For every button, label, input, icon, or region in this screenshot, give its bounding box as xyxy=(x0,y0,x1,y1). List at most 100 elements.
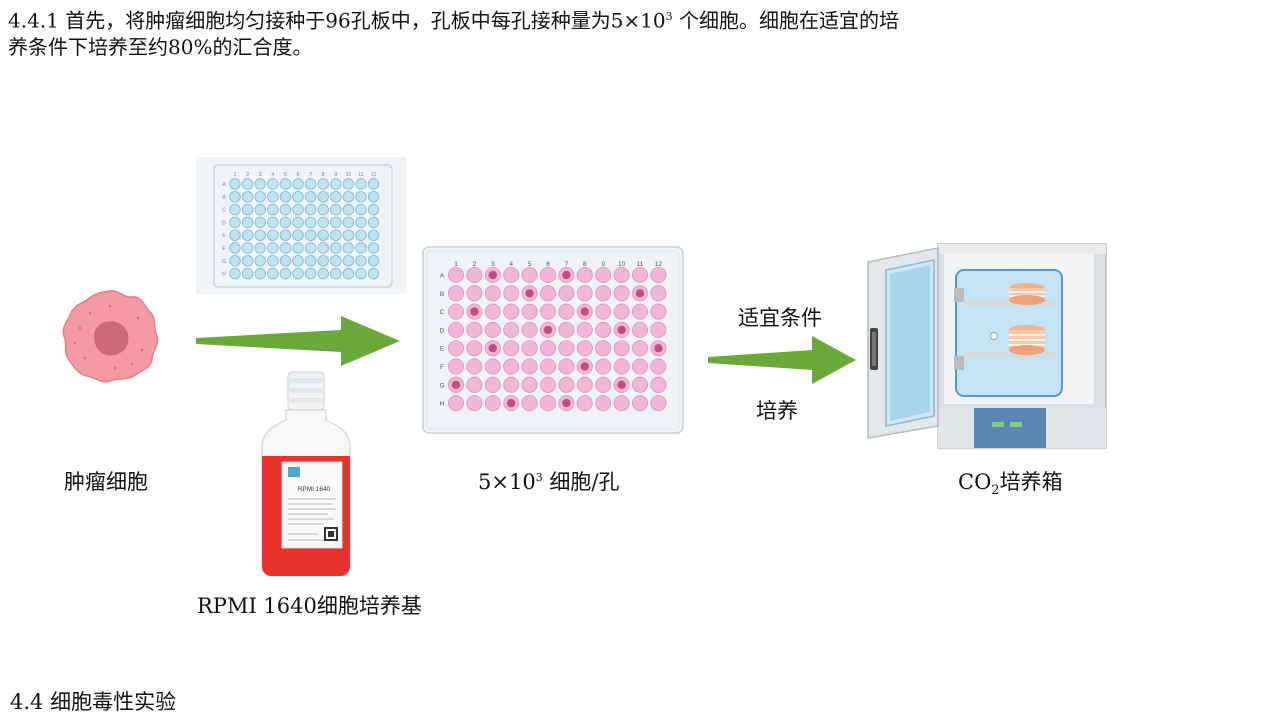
seeded-cells-dot xyxy=(617,325,626,335)
well xyxy=(503,358,520,375)
small-well xyxy=(342,267,355,280)
well xyxy=(540,303,557,320)
small-well xyxy=(304,255,317,267)
small-well xyxy=(279,242,292,254)
well xyxy=(540,376,557,393)
arrow-seed-icon xyxy=(196,316,400,366)
col-label: 4 xyxy=(509,261,513,268)
small-well xyxy=(317,216,329,229)
small-well xyxy=(267,229,279,241)
small-well xyxy=(330,203,342,216)
small-well xyxy=(330,191,342,203)
col-label: 2 xyxy=(473,261,477,268)
well xyxy=(503,376,520,393)
row-label: H xyxy=(440,401,445,408)
seeding-sup: 3 xyxy=(535,471,543,484)
well xyxy=(447,303,464,320)
well xyxy=(521,395,538,412)
row-label: G xyxy=(439,382,444,389)
medium-label: RPMI 1640细胞培养基 xyxy=(197,594,422,618)
well xyxy=(613,358,630,375)
incubator-label: CO2培养箱 xyxy=(958,466,1063,498)
row-label: F xyxy=(440,364,444,371)
well xyxy=(558,358,575,375)
seeded-cells-dot xyxy=(488,344,497,353)
seeded-cells-dot xyxy=(654,344,663,353)
well xyxy=(650,285,667,302)
well xyxy=(595,376,612,393)
col-label: 12 xyxy=(655,261,663,268)
seeded-cells-dot xyxy=(562,270,571,280)
small-well xyxy=(342,242,355,254)
well xyxy=(447,285,464,302)
small-well xyxy=(342,216,355,229)
seeding-prefix: 5×10 xyxy=(478,470,536,494)
small-well xyxy=(367,242,380,254)
well xyxy=(540,340,557,357)
seeded-cells-dot xyxy=(525,289,534,298)
well xyxy=(650,303,667,320)
seeded-cells-dot xyxy=(543,325,553,335)
small-well xyxy=(279,191,292,203)
col-label: 7 xyxy=(565,261,569,268)
small-well xyxy=(367,203,380,216)
well xyxy=(521,321,538,338)
seeded-cells-dot xyxy=(617,380,626,389)
small-well xyxy=(229,242,241,254)
well xyxy=(576,266,593,283)
small-well xyxy=(241,242,254,254)
small-row-label: E xyxy=(222,233,226,239)
small-well xyxy=(317,191,329,203)
col-label: 5 xyxy=(528,261,532,268)
well xyxy=(484,285,501,302)
well xyxy=(650,376,667,393)
small-well xyxy=(292,242,304,254)
small-well xyxy=(330,229,342,241)
well xyxy=(631,321,648,338)
well xyxy=(613,266,630,283)
seeded-cells-dot xyxy=(488,270,497,280)
well xyxy=(558,376,575,393)
petri-dishes xyxy=(1009,283,1045,355)
small-well xyxy=(304,203,317,216)
small-well xyxy=(355,255,367,267)
small-row-label: H xyxy=(222,272,226,278)
incubator-suffix: 培养箱 xyxy=(999,470,1063,494)
well xyxy=(576,395,593,412)
col-label: 10 xyxy=(618,261,626,268)
intro-line2: 养条件下培养至约80%的汇合度。 xyxy=(8,34,313,59)
well xyxy=(466,358,483,375)
small-col-label: 7 xyxy=(309,172,312,178)
well xyxy=(595,358,612,375)
col-label: 1 xyxy=(454,261,458,268)
small-well xyxy=(342,255,355,267)
small-well xyxy=(367,216,380,229)
small-col-label: 6 xyxy=(297,172,300,178)
small-well xyxy=(279,178,292,190)
col-label: 8 xyxy=(583,261,587,268)
small-col-label: 8 xyxy=(322,172,325,178)
well xyxy=(521,358,538,375)
small-well xyxy=(267,242,279,254)
small-well xyxy=(229,216,241,229)
well xyxy=(576,340,593,357)
well xyxy=(503,285,520,302)
small-well xyxy=(254,203,266,216)
well xyxy=(576,376,593,393)
small-well xyxy=(330,178,342,190)
small-well xyxy=(355,242,367,254)
well xyxy=(521,340,538,357)
well xyxy=(447,321,464,338)
small-row-label: A xyxy=(222,182,226,188)
small-well xyxy=(292,267,304,280)
small-well xyxy=(241,191,254,203)
well xyxy=(447,340,464,357)
small-well xyxy=(317,229,329,241)
small-well xyxy=(330,255,342,267)
rpmi-1640-bottle-icon: RPMI 1640 xyxy=(261,371,351,577)
small-row-label: G xyxy=(222,259,226,265)
incubator-co: CO xyxy=(958,470,992,494)
small-well xyxy=(254,216,266,229)
section-title: 4.4 细胞毒性实验 xyxy=(10,690,177,714)
